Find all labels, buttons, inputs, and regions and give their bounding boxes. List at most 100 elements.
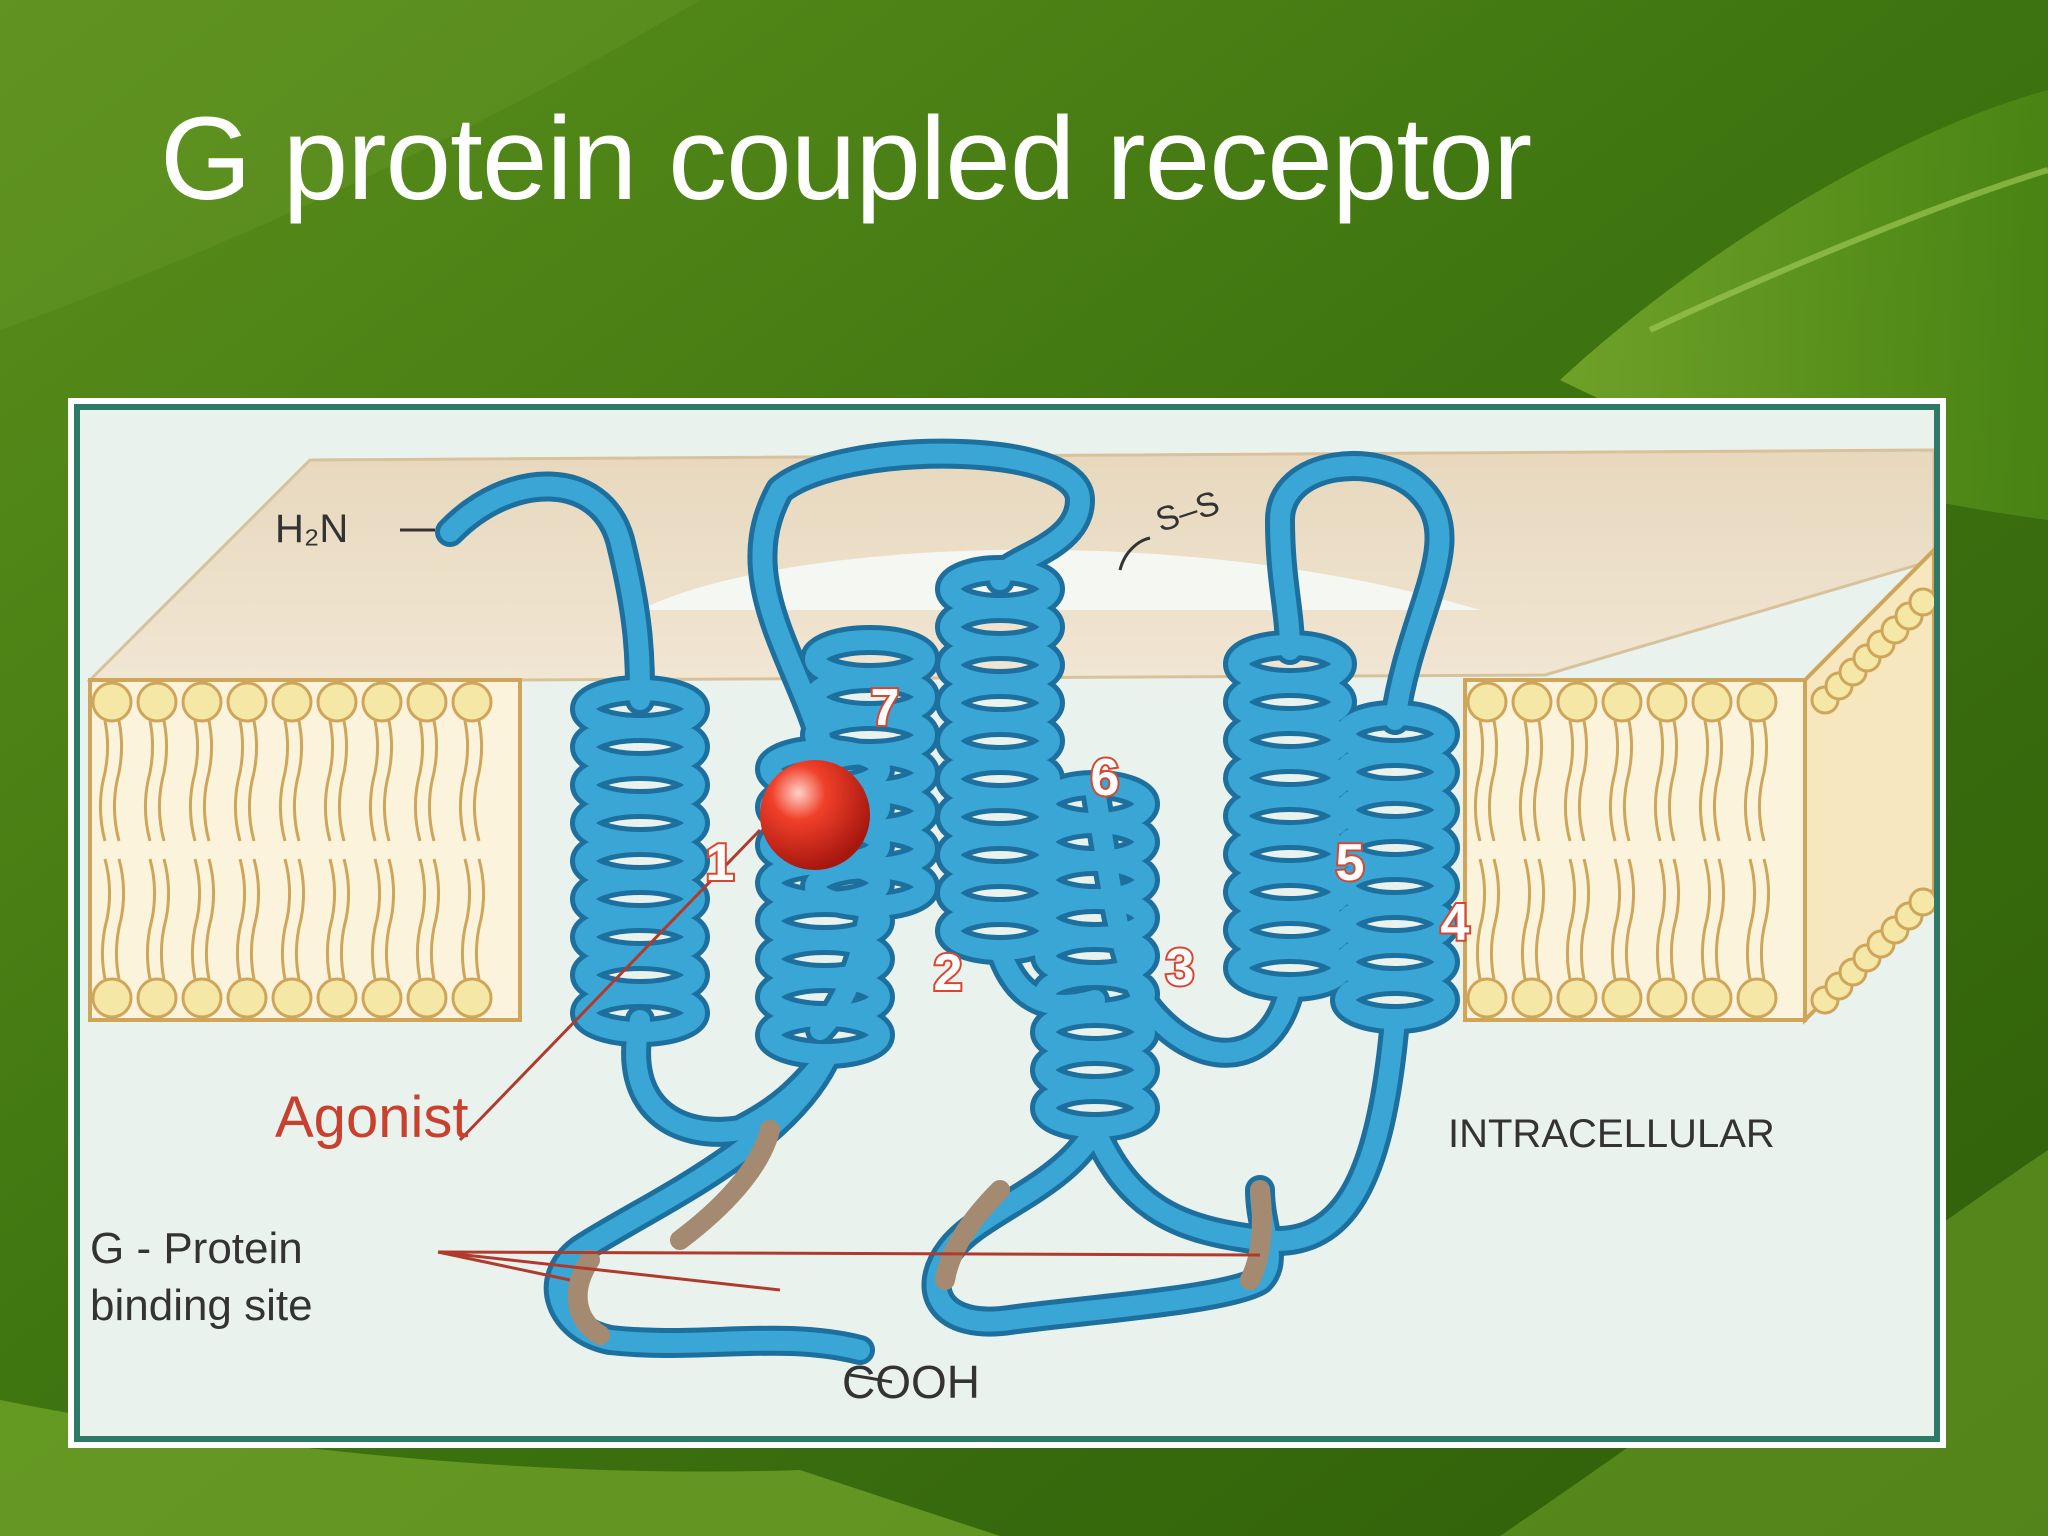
receptor-loop: [752, 443, 1090, 765]
c-terminus-label: COOH: [842, 1356, 980, 1408]
lipid-tail: [337, 720, 349, 842]
lipid-tail: [1700, 858, 1712, 980]
lipid-tail: [1489, 858, 1501, 980]
lipid-head: [1736, 681, 1778, 723]
lipid-tail: [427, 720, 439, 842]
lipid-head: [1511, 681, 1553, 723]
lipid-head: [1556, 977, 1598, 1019]
receptor-loop: [926, 1120, 1279, 1332]
lipid-head: [361, 681, 403, 723]
helix-coil: [940, 560, 1060, 960]
lipid-tail: [1565, 858, 1577, 980]
lipid-tail: [1698, 720, 1710, 842]
lipid-tail: [157, 720, 169, 842]
lipid-tail: [280, 858, 292, 980]
lipid-tail: [1653, 720, 1665, 842]
lipid-tail: [190, 858, 202, 980]
lipid-head: [1908, 887, 1934, 917]
helix-number-6: 6: [1091, 749, 1120, 807]
lipid-tail: [112, 720, 124, 842]
lipid-tail: [323, 720, 335, 842]
lipid-tail: [1473, 720, 1485, 842]
lipid-head: [1646, 977, 1688, 1019]
helix-coil: [1228, 635, 1352, 997]
lipid-tail: [1745, 858, 1757, 980]
lipid-tail: [382, 720, 394, 842]
lipid-tail: [1714, 858, 1726, 980]
helix-coil: [1335, 705, 1455, 1029]
lipid-head: [1691, 681, 1733, 723]
lipid-head: [1601, 977, 1643, 1019]
lipid-head: [271, 681, 313, 723]
helix-number-3: 3: [1166, 939, 1195, 997]
lipid-tail: [1759, 858, 1771, 980]
lipid-tail: [1622, 720, 1634, 842]
receptor-loop: [440, 476, 650, 710]
lipid-tail: [1667, 720, 1679, 842]
lipid-tail: [415, 858, 427, 980]
lipid-tail: [1487, 720, 1499, 842]
lipid-tail: [368, 720, 380, 842]
helix-number-7: 7: [871, 679, 900, 737]
lipid-tail: [472, 720, 484, 842]
lipid-tail: [429, 858, 441, 980]
lipid-tail: [114, 858, 126, 980]
lipid-tail: [1757, 720, 1769, 842]
lipid-head: [136, 977, 178, 1019]
lipid-head: [1736, 977, 1778, 1019]
lipid-tail: [325, 858, 337, 980]
lipid-tail: [1669, 858, 1681, 980]
lipid-head: [1511, 977, 1553, 1019]
lipid-tail: [460, 858, 472, 980]
lipid-head: [1466, 681, 1508, 723]
lipid-head: [136, 681, 178, 723]
receptor-loop: [548, 1050, 870, 1360]
g-protein-label-line1: G - Protein: [90, 1224, 303, 1273]
receptor-chain: [435, 438, 1460, 1365]
lipid-head: [451, 977, 493, 1019]
lipid-head: [181, 681, 223, 723]
helix-number-5: 5: [1336, 834, 1365, 892]
receptor-loop: [1270, 456, 1450, 730]
lipid-head: [271, 977, 313, 1019]
lipid-tail: [1534, 858, 1546, 980]
lipid-tail: [384, 858, 396, 980]
lipid-head: [226, 977, 268, 1019]
terminal-ticks: [400, 528, 1151, 1384]
lipid-head: [1908, 587, 1934, 617]
lipid-head: [406, 977, 448, 1019]
slide-title: G protein coupled receptor: [160, 93, 1532, 225]
lipid-tail: [1518, 720, 1530, 842]
lipid-tail: [1743, 720, 1755, 842]
lipid-tail: [98, 720, 110, 842]
lipid-tail: [1520, 858, 1532, 980]
lipid-head: [406, 681, 448, 723]
lipid-head: [91, 681, 133, 723]
lipid-tail: [247, 720, 259, 842]
g-protein-binding-site: [935, 1180, 1010, 1290]
lipid-tail: [249, 858, 261, 980]
lipid-tail: [159, 858, 171, 980]
membrane-left-slab: [88, 678, 522, 1022]
agonist-label: Agonist: [275, 1085, 468, 1150]
lipid-tail: [1577, 720, 1589, 842]
lipid-tail: [1563, 720, 1575, 842]
lipid-tail: [233, 720, 245, 842]
lipid-tail: [1624, 858, 1636, 980]
lipid-tail: [474, 858, 486, 980]
intracellular-label: INTRACELLULAR: [1448, 1112, 1775, 1156]
lipid-tail: [1610, 858, 1622, 980]
g-protein-binding-site: [670, 1120, 780, 1250]
receptor-loop: [990, 940, 1105, 1015]
lipid-head: [1601, 681, 1643, 723]
n-terminus-label: H₂N: [275, 507, 348, 551]
lipid-tail: [188, 720, 200, 842]
g-protein-label-line2: binding site: [90, 1281, 313, 1330]
agonist-molecule: [760, 760, 870, 870]
helix-coil: [805, 630, 935, 916]
lipid-tail: [100, 858, 112, 980]
lipid-head: [316, 681, 358, 723]
